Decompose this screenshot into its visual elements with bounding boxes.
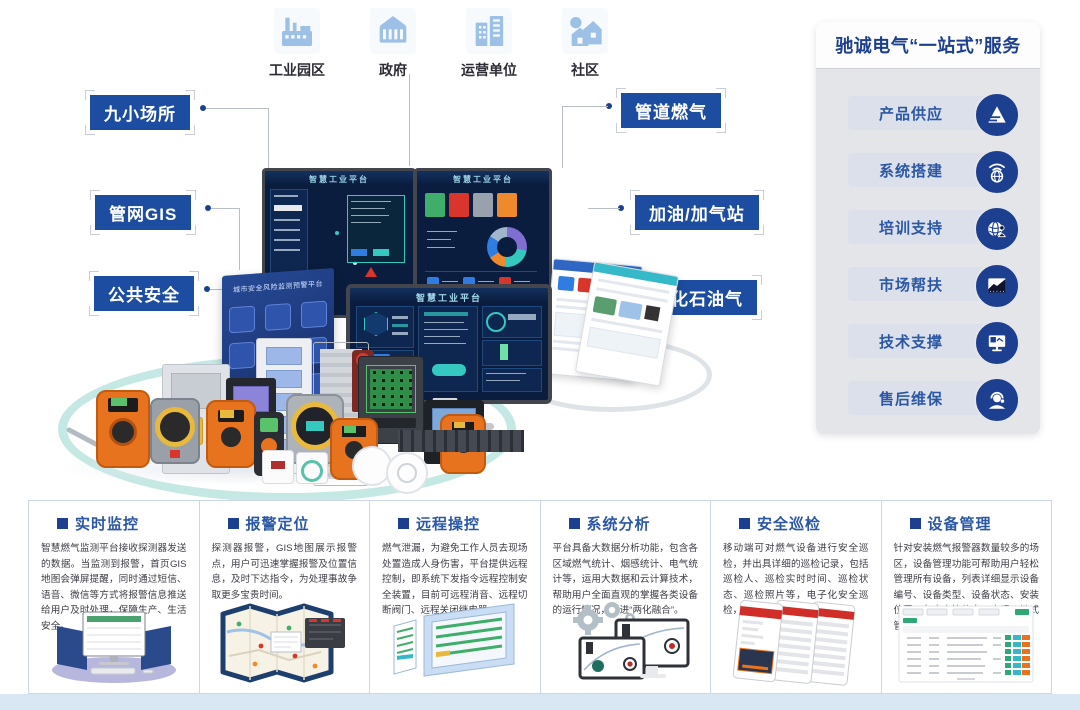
entity-label: 工业园区 — [269, 62, 325, 78]
bullet-square — [739, 518, 750, 529]
connector-dot — [200, 105, 206, 111]
wifi-globe-icon — [974, 149, 1020, 195]
tag-guandao-ranqi[interactable]: 管道燃气 — [616, 88, 726, 133]
office-building-icon — [466, 8, 512, 54]
entity-community[interactable]: 社区 — [550, 8, 620, 80]
feature-card-remote-control: 远程操控 燃气泄漏，为避免工作人员去现场处置造成人身伤害，平台提供远程控制，即系… — [370, 501, 541, 693]
factory-icon — [274, 8, 320, 54]
bullet-square — [909, 518, 921, 529]
entity-industrial-park[interactable]: 工业园区 — [262, 8, 332, 80]
feature-card-alarm-location: 报警定位 探测器报警，GIS地图展示报警点，用户可迅速掌握报警及位置信息，及时下… — [200, 501, 370, 693]
community-icon — [562, 8, 608, 54]
connector-dot — [205, 205, 211, 211]
feature-text: 探测器报警，GIS地图展示报警点，用户可迅速掌握报警及位置信息，及时下达指令，为… — [211, 543, 358, 601]
connector-line — [206, 108, 268, 109]
bottom-strip — [0, 694, 1080, 710]
map-illustration — [209, 598, 359, 691]
remote-panels-illustration — [380, 598, 530, 691]
monitor-illustration — [39, 598, 189, 691]
tag-gonggong-anquan[interactable]: 公共安全 — [89, 271, 199, 316]
analysis-illustration — [550, 598, 700, 691]
feature-text: 智慧燃气监测平台接收探测器发送的数据。当监测到报警，首页GIS地图会弹屏提醒，同… — [41, 543, 187, 632]
dashboard-monitor-right: 智慧工业平台 — [414, 168, 552, 306]
feature-cards: 实时监控 智慧燃气监测平台接收探测器发送的数据。当监测到报警，首页GIS地图会弹… — [28, 500, 1052, 694]
headset-icon — [974, 377, 1020, 423]
connector-line — [211, 208, 239, 209]
connector-line — [562, 106, 563, 168]
tag-guanwang-gis[interactable]: 管网GIS — [90, 190, 196, 235]
service-item-after-sales[interactable]: 售后维保 — [848, 381, 1000, 415]
feature-text: 燃气泄漏，为避免工作人员去现场处置造成人身伤害，平台提供远程控制，即系统下发指令… — [382, 543, 528, 617]
connector-line — [268, 108, 269, 168]
connector-dot — [606, 103, 612, 109]
connector-dot — [618, 205, 624, 211]
bullet-square — [398, 518, 409, 529]
tag-jiayou-jiaqizhan[interactable]: 加油/加气站 — [630, 190, 764, 235]
bullet-square — [57, 518, 68, 529]
top-entities-row: 工业园区 政府 运营单位 社区 — [262, 8, 620, 80]
entity-label: 社区 — [571, 62, 599, 78]
government-icon — [370, 8, 416, 54]
entity-label: 运营单位 — [461, 62, 517, 78]
feature-card-device-management: 设备管理 针对安装燃气报警器数量较多的场区，设备管理功能可帮助用户轻松管理所有设… — [882, 501, 1052, 693]
growth-chart-icon — [974, 263, 1020, 309]
connector-dot — [204, 286, 210, 292]
globe-person-icon — [974, 206, 1020, 252]
service-panel: 驰诚电气“一站式”服务 产品供应 系统搭建 培训支持 市场帮扶 技术支撑 售后维… — [816, 22, 1040, 434]
feature-card-system-analysis: 系统分析 平台具备大数据分析功能，包含各区域燃气统计、烟感统计、电气统计等，运用… — [541, 501, 711, 693]
connector-line — [239, 208, 240, 270]
connector-line — [409, 74, 410, 166]
entity-operating-unit[interactable]: 运营单位 — [454, 8, 524, 80]
connector-line — [588, 208, 620, 209]
bullet-square — [227, 518, 239, 529]
entity-label: 政府 — [379, 62, 407, 78]
entity-government[interactable]: 政府 — [358, 8, 428, 80]
tag-jiuxiao-changsuo[interactable]: 九小场所 — [85, 90, 195, 135]
monitor-icon — [974, 320, 1020, 366]
connector-line — [562, 106, 608, 107]
device-table-illustration — [891, 604, 1041, 691]
service-panel-title: 驰诚电气“一站式”服务 — [816, 22, 1040, 69]
feature-card-safety-inspection: 安全巡检 移动端可对燃气设备进行安全巡检，并出具详细的巡检记录，包括巡检人、巡检… — [711, 501, 882, 693]
pyramid-icon — [974, 92, 1020, 138]
feature-card-realtime-monitor: 实时监控 智慧燃气监测平台接收探测器发送的数据。当监测到报警，首页GIS地图会弹… — [29, 501, 200, 693]
bullet-square — [568, 518, 580, 529]
mobile-inspection-illustration — [721, 598, 871, 691]
